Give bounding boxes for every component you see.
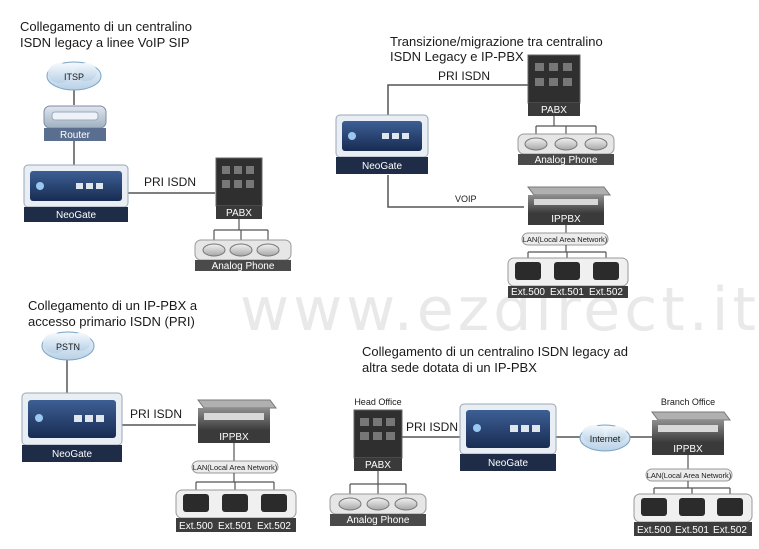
lan-pill-2 (521, 232, 609, 246)
ext-501-label-4: Ext.501 (675, 525, 709, 536)
ext-502-label-4: Ext.502 (713, 525, 747, 536)
neogate-device-4: NeoGate (459, 403, 557, 471)
scenario3-title-line2: accesso primario ISDN (PRI) (28, 314, 195, 329)
head-office-label: Head Office (354, 397, 401, 407)
scenario2-title-line1: Transizione/migrazione tra centralino (390, 34, 603, 49)
ip-phones-2: Ext.500 Ext.501 Ext.502 (507, 257, 629, 298)
internet-label: Internet (590, 434, 621, 444)
scenario1-link-label: PRI ISDN (144, 175, 196, 189)
lan-pill-3 (191, 460, 279, 474)
itsp-label: ITSP (64, 72, 84, 82)
neogate-label-2: NeoGate (362, 161, 402, 172)
router-device: Router (43, 105, 107, 141)
branch-office-label: Branch Office (661, 397, 715, 407)
ippbx-device-3: IPPBX (197, 399, 277, 443)
router-label: Router (60, 130, 91, 141)
neogate-device-1: NeoGate (23, 164, 129, 222)
neogate-label-1: NeoGate (56, 210, 96, 221)
scenario1-title-line2: ISDN legacy a linee VoIP SIP (20, 35, 190, 50)
pabx-label-4: PABX (365, 460, 391, 471)
scenario4-title-line1: Collegamento di un centralino ISDN legac… (362, 344, 628, 359)
lan-label-4: LAN(Local Area Network) (647, 471, 732, 480)
ip-phones-3: Ext.500 Ext.501 Ext.502 (175, 489, 297, 532)
lan-pill-4 (645, 468, 733, 482)
ext-502-label-2: Ext.502 (589, 287, 623, 298)
ippbx-label-3: IPPBX (219, 432, 249, 443)
scenario1-title-line1: Collegamento di un centralino (20, 19, 192, 34)
ippbx-device-4: IPPBX (651, 411, 731, 455)
ext-501-label-3: Ext.501 (218, 521, 252, 532)
ippbx-label-4: IPPBX (673, 444, 703, 455)
pabx-label-1: PABX (226, 208, 252, 219)
analog-phone-label-2: Analog Phone (535, 155, 598, 166)
scenario3-title-line1: Collegamento di un IP-PBX a (28, 298, 198, 313)
ext-500-label-3: Ext.500 (179, 521, 213, 532)
lan-label-3: LAN(Local Area Network) (193, 463, 278, 472)
pabx-device-2: PABX (527, 54, 581, 116)
neogate-label-4: NeoGate (488, 458, 528, 469)
analog-phone-label-1: Analog Phone (212, 261, 275, 272)
watermark-text: www.ezdirect.it (240, 275, 759, 345)
scenario2-voip-label: VOIP (455, 194, 477, 204)
pabx-label-2: PABX (541, 105, 567, 116)
pstn-label: PSTN (56, 342, 80, 352)
pabx-device-4: PABX (353, 409, 403, 471)
ippbx-label-2: IPPBX (551, 214, 581, 225)
lan-label-2: LAN(Local Area Network) (523, 235, 608, 244)
itsp-cloud-icon: ITSP (46, 61, 102, 91)
analog-phones-2: Analog Phone (517, 133, 615, 166)
ext-502-label-3: Ext.502 (257, 521, 291, 532)
scenario2-pri-label: PRI ISDN (438, 69, 490, 83)
ext-500-label-2: Ext.500 (511, 287, 545, 298)
scenario3-link-label: PRI ISDN (130, 407, 182, 421)
analog-phones-1: Analog Phone (194, 239, 292, 272)
ippbx-device-2: IPPBX (527, 186, 611, 225)
scenario4-link-label: PRI ISDN (406, 420, 458, 434)
ip-phones-4: Ext.500 Ext.501 Ext.502 (633, 493, 753, 536)
neogate-device-2: NeoGate (335, 114, 429, 174)
pabx-device-1: PABX (215, 157, 263, 219)
internet-cloud-icon: Internet (579, 424, 631, 452)
ext-501-label-2: Ext.501 (550, 287, 584, 298)
ext-500-label-4: Ext.500 (637, 525, 671, 536)
scenario4-title-line2: altra sede dotata di un IP-PBX (362, 360, 537, 375)
analog-phone-label-4: Analog Phone (347, 515, 410, 526)
scenario2-title-line2: ISDN Legacy e IP-PBX (390, 49, 524, 64)
analog-phones-4: Analog Phone (329, 493, 427, 526)
neogate-device-3: NeoGate (21, 392, 123, 462)
neogate-label-3: NeoGate (52, 449, 92, 460)
pstn-cloud-icon: PSTN (41, 331, 95, 361)
